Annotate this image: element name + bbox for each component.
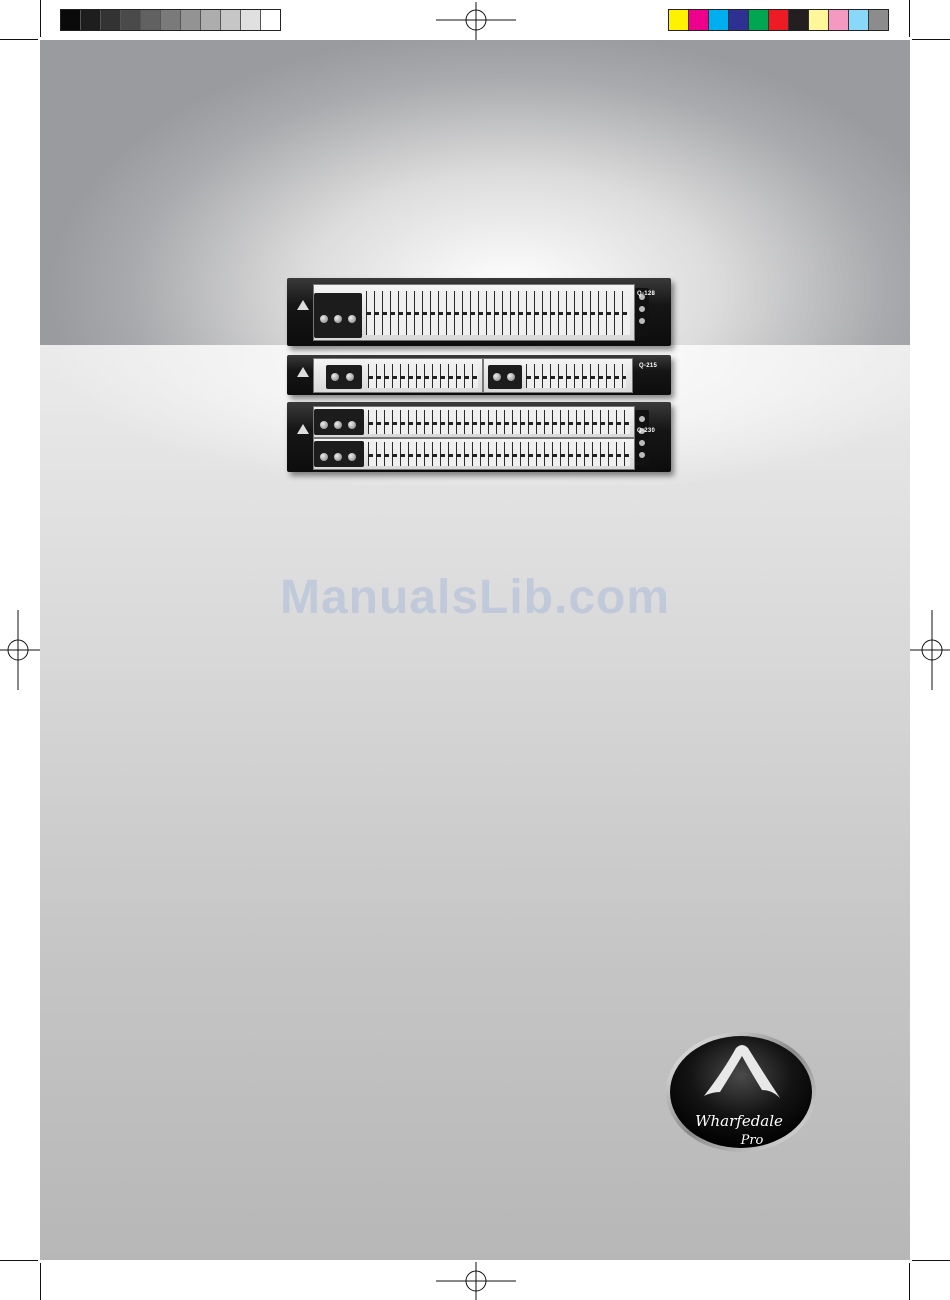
unit-2-fader-bank-a [368,364,478,388]
unit-3-faceplate-a [313,406,635,438]
color-swatch [101,10,121,30]
crop-mark [40,1263,41,1300]
color-swatch [121,10,141,30]
unit-2-fader-bank-b [526,364,626,388]
color-swatch [669,10,689,30]
knob [334,421,342,429]
color-swatch [161,10,181,30]
crop-mark [0,1260,38,1261]
unit-2-model-label: Q-215 [639,363,657,369]
knob [346,373,354,381]
crop-mark [909,1263,910,1300]
unit-2-control-panel-b [488,365,522,389]
color-swatch [141,10,161,30]
equalizer-unit-2: Q-215 [287,355,671,395]
crop-mark [909,0,910,37]
color-swatch [689,10,709,30]
color-swatch [869,10,888,30]
registration-mark-top [436,2,516,42]
color-swatch [181,10,201,30]
color-swatch [61,10,81,30]
crop-mark [0,39,38,40]
knob [320,315,328,323]
unit-3-fader-bank-b [368,442,630,466]
color-swatch [789,10,809,30]
color-swatch [749,10,769,30]
wharfedale-pro-logo: Wharfedale Pro [664,1030,819,1155]
knob [334,315,342,323]
knob [320,453,328,461]
unit-3-button-column [635,410,649,466]
crop-mark [912,1260,950,1261]
registration-mark-bottom [436,1262,516,1300]
color-swatch [201,10,221,30]
crop-mark [40,0,41,37]
brand-logo-icon [297,367,309,377]
knob [348,315,356,323]
color-swatch [221,10,241,30]
logo-brand-line1: Wharfedale [695,1112,783,1130]
knob [493,373,501,381]
unit-3-model-label: Q-230 [637,428,655,434]
unit-3-control-panel-b [314,441,364,467]
color-swatch [809,10,829,30]
knob [348,421,356,429]
color-swatch [261,10,280,30]
unit-1-control-panel [314,293,362,338]
logo-brand-line2: Pro [740,1133,764,1148]
color-swatch [241,10,261,30]
unit-2-faceplate-b [483,358,633,393]
cover-page: Q-128 Q-215 [40,40,910,1260]
unit-1-fader-bank [366,291,630,335]
crop-mark [912,39,950,40]
unit-3-faceplate-b [313,438,635,470]
unit-2-control-panel-a [326,365,362,389]
unit-3-control-panel-a [314,409,364,435]
unit-1-faceplate [313,284,635,341]
brand-logo-icon [297,424,309,434]
unit-1-model-label: Q-128 [637,291,655,297]
unit-3-fader-bank-a [368,410,630,434]
knob [320,421,328,429]
equalizer-unit-1: Q-128 [287,278,671,346]
grayscale-calibration-bar [60,9,281,31]
knob [331,373,339,381]
brand-logo-icon [297,300,309,310]
color-swatch [829,10,849,30]
color-swatch [81,10,101,30]
knob [507,373,515,381]
color-calibration-bar [668,9,889,31]
color-swatch [729,10,749,30]
color-swatch [849,10,869,30]
knob [348,453,356,461]
color-swatch [769,10,789,30]
knob [334,453,342,461]
watermark-text: ManualsLib.com [0,570,950,625]
unit-2-faceplate-a [313,358,483,393]
equalizer-unit-3: Q-230 [287,402,671,472]
color-swatch [709,10,729,30]
